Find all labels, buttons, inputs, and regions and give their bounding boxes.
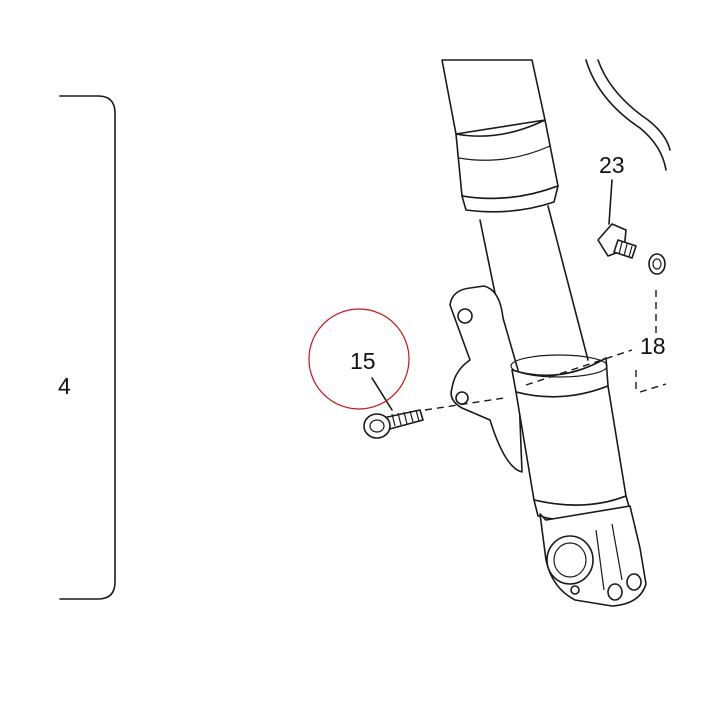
leader-15 (371, 377, 393, 411)
leader-23 (608, 179, 613, 225)
bracket-upper-hole (457, 308, 473, 324)
bolt-15[interactable] (363, 409, 424, 439)
fork-lower-leg (515, 385, 647, 607)
callout-23-label: 23 (599, 152, 625, 178)
group-bracket (59, 95, 116, 600)
callout-15-label: 15 (350, 348, 376, 374)
highlight-circle-15 (308, 308, 410, 410)
callout-18-label: 18 (640, 333, 666, 359)
group-bracket-label: 4 (58, 373, 71, 399)
assembly-guides (424, 290, 667, 411)
frame-curves (585, 59, 671, 171)
bolt-23[interactable] (597, 223, 666, 275)
mounting-bracket (449, 285, 523, 473)
